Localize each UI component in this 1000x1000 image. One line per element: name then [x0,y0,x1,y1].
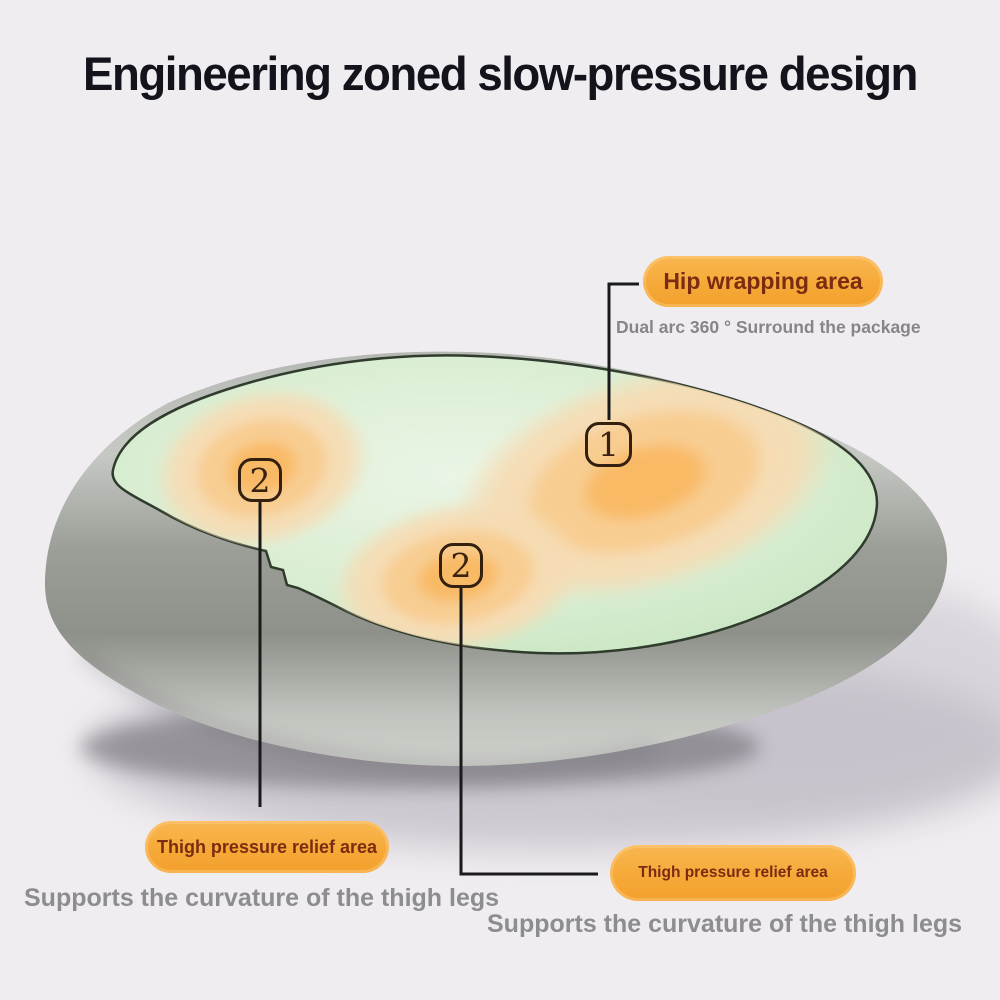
heat-zones [153,363,838,654]
heat-zone-thigh-left [153,385,371,551]
hip-area-subtitle: Dual arc 360 ° Surround the package [616,317,921,337]
marker-2-bottom-badge: 2 [439,543,483,588]
connector-hip [607,282,639,420]
marker-1-badge: 1 [585,422,632,467]
connector-thigh-bottom [459,586,598,876]
thigh-right-pill: Thigh pressure relief area [610,845,856,901]
heat-zone-thigh-bottom [331,499,585,654]
cushion-bottom-edge-shade [77,649,656,772]
thigh-left-caption: Supports the curvature of the thigh legs [24,884,500,912]
page-title: Engineering zoned slow-pressure design [83,47,918,100]
marker-2-left-badge: 2 [238,458,282,502]
connectors [258,282,639,876]
thigh-left-pill: Thigh pressure relief area [145,821,389,873]
hip-area-pill: Hip wrapping area [643,256,883,307]
thigh-right-caption: Supports the curvature of the thigh legs [487,910,963,938]
